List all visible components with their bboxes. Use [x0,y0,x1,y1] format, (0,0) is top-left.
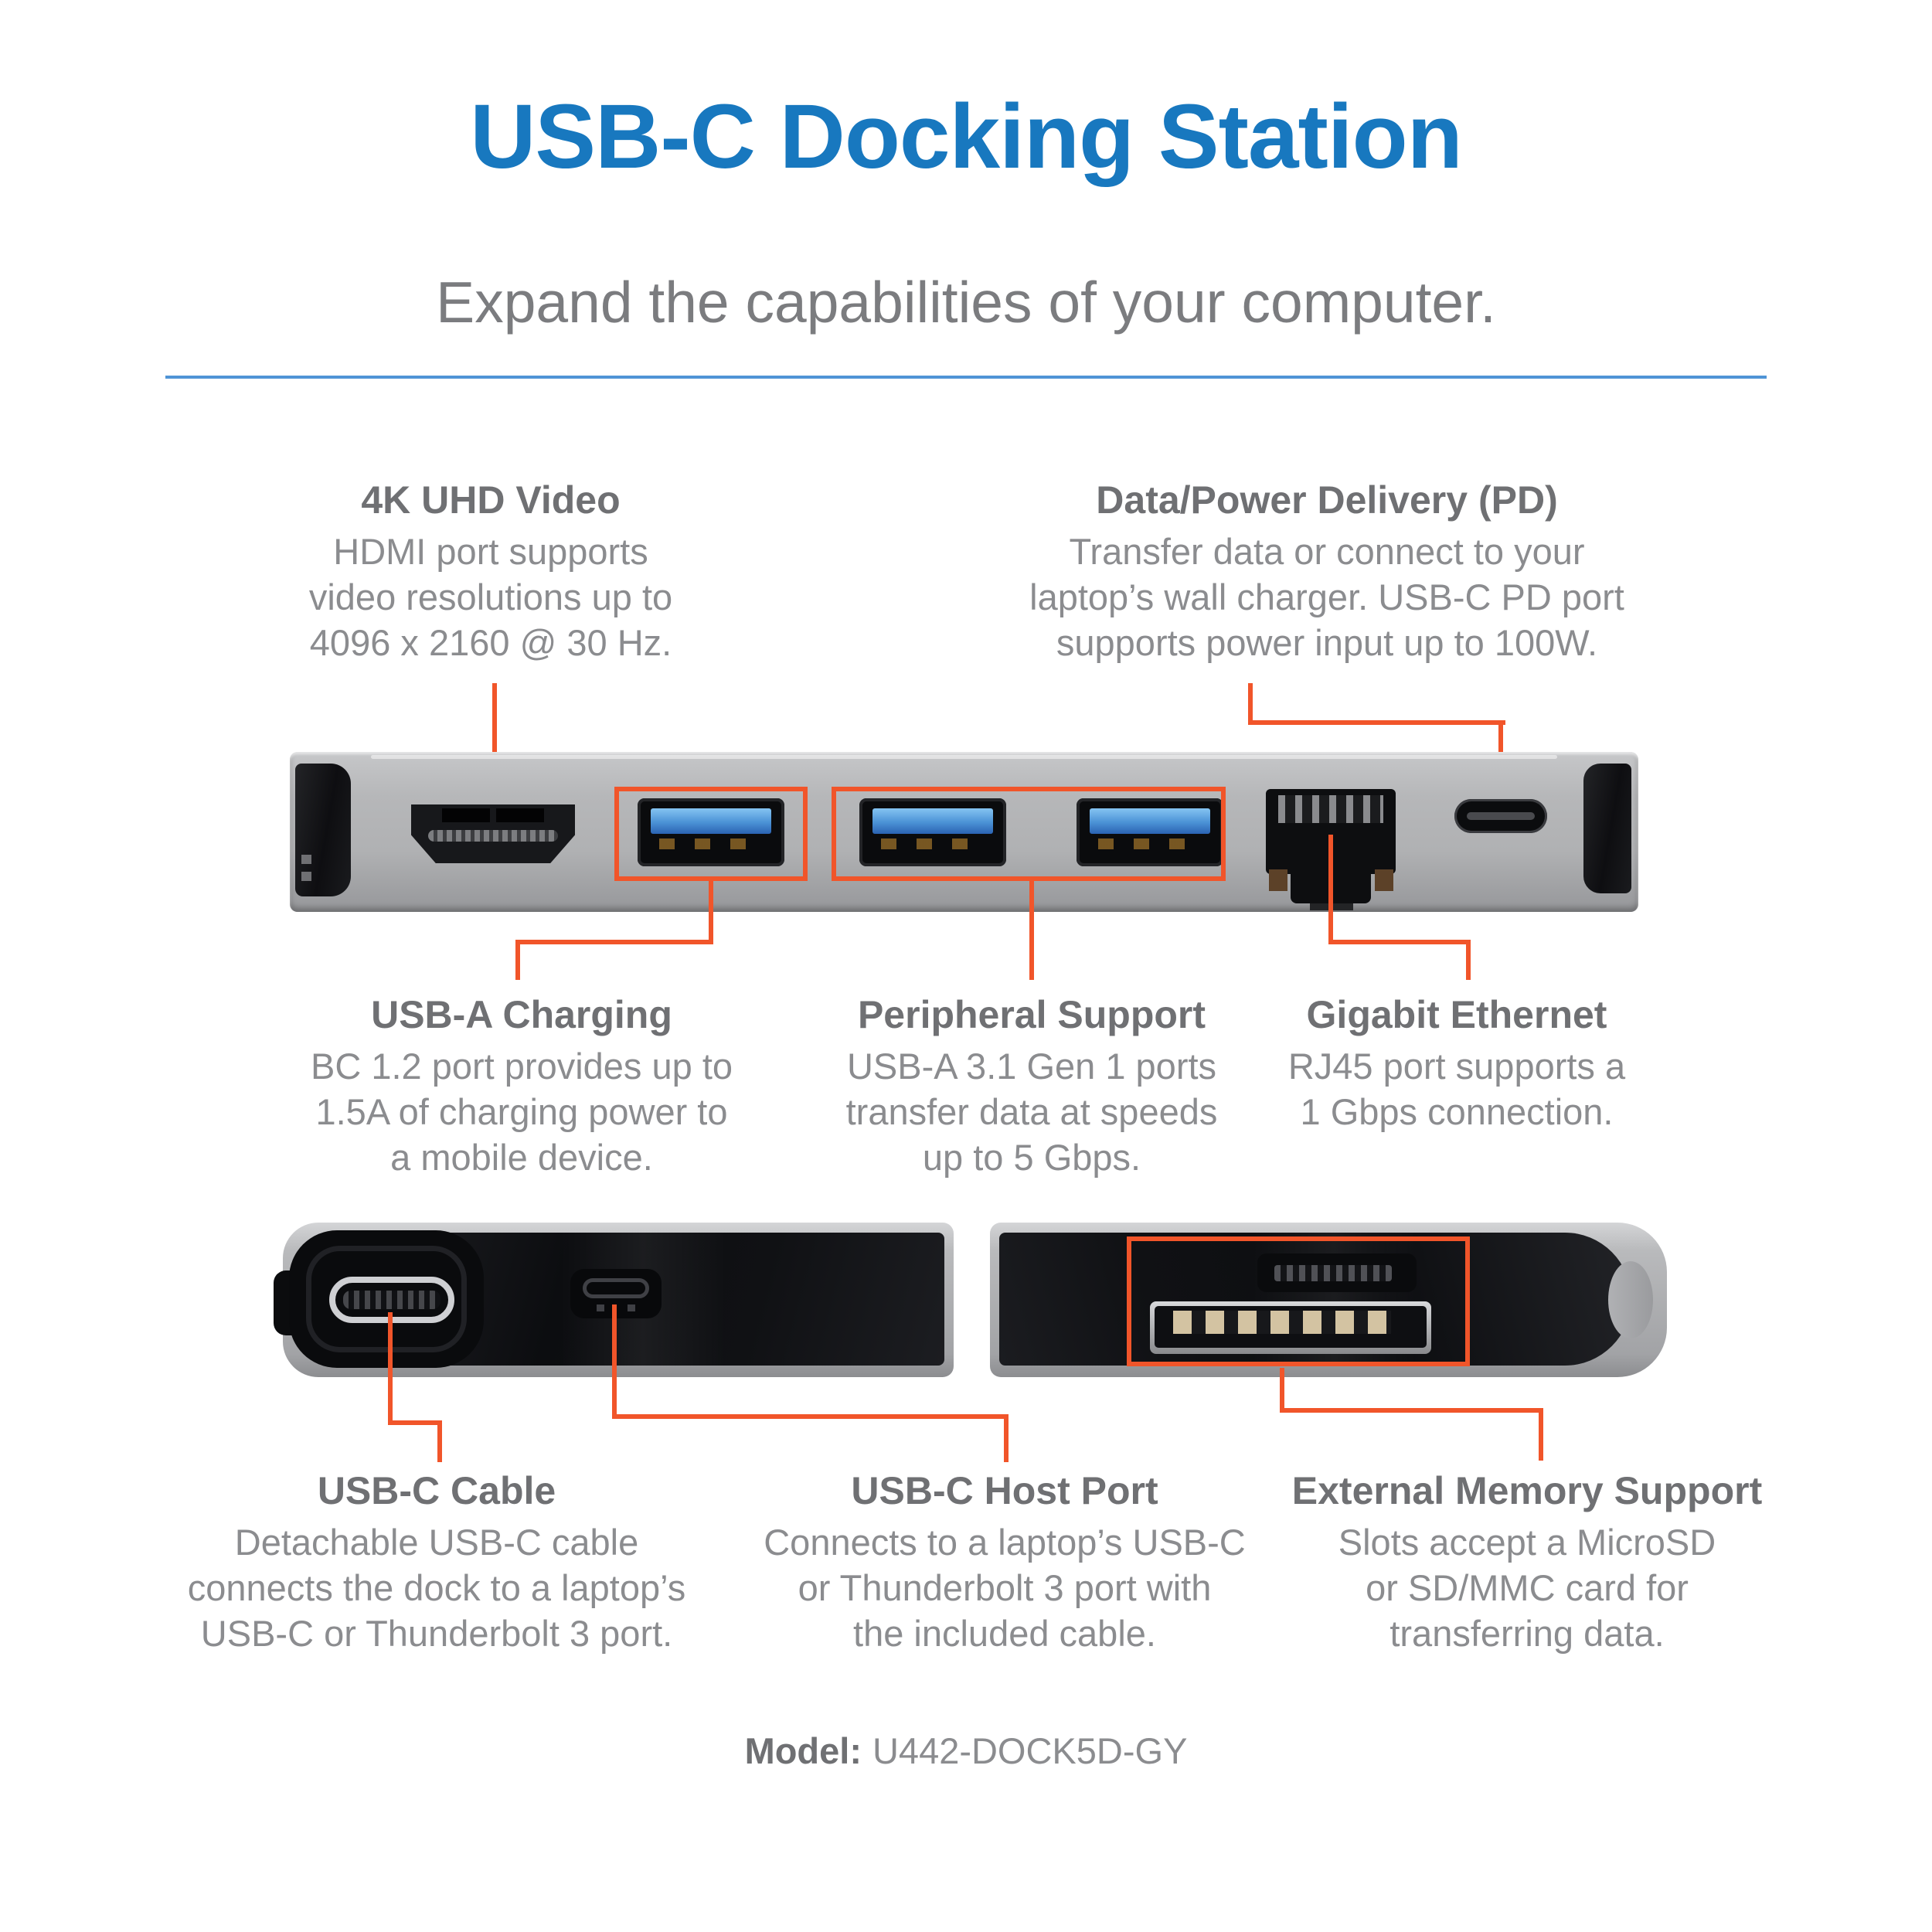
rj45-detail [1269,869,1287,891]
leader-line-usb-a-charging [515,940,713,944]
leader-line-usb-c-host [1004,1414,1009,1462]
callout-line: or Thunderbolt 3 port with [798,1567,1212,1608]
usb-c-pd-port [1454,799,1547,833]
callout-line: HDMI port supports [333,531,648,572]
callout-line: the included cable. [853,1613,1156,1654]
dock-left-end-cap [295,764,351,896]
usb-a-port [859,798,1006,866]
hdmi-notch [496,808,544,822]
leader-line-gigabit-ethernet [1328,835,1333,944]
leader-line-usb-c-cable [388,1420,442,1425]
callout-external-memory-support: External Memory Support Slots accept a M… [1243,1467,1811,1656]
callout-usb-c-cable: USB-C Cable Detachable USB-C cable conne… [178,1467,696,1656]
callout-line: USB-C or Thunderbolt 3 port. [200,1613,673,1654]
leader-line-peripheral [1029,876,1034,980]
leader-line-pd [1248,683,1253,725]
callout-line: or SD/MMC card for [1366,1567,1689,1608]
leader-line-usb-a-charging [709,876,713,944]
leader-line-pd [1248,720,1505,725]
callout-line: video resolutions up to [308,577,673,617]
page-title: USB-C Docking Station [470,86,1463,188]
leader-line-usb-c-cable [388,1312,393,1425]
callout-title: Gigabit Ethernet [1306,993,1607,1036]
leader-line-gigabit-ethernet [1466,940,1471,980]
highlight-box-usb-a-charging [614,787,808,881]
leader-line-external-memory [1280,1368,1284,1413]
leader-line-usb-c-host [612,1304,617,1419]
callout-usb-c-host-port: USB-C Host Port Connects to a laptop’s U… [746,1467,1264,1656]
usb-a-tongue [1090,808,1210,834]
callout-title: Data/Power Delivery (PD) [1096,478,1558,522]
leader-line-external-memory [1539,1408,1543,1461]
callout-title: USB-C Cable [317,1469,556,1512]
callout-line: transferring data. [1389,1613,1665,1654]
callout-4k-uhd-video: 4K UHD Video HDMI port supports video re… [232,476,750,665]
callout-title: Peripheral Support [857,993,1206,1036]
callout-line: supports power input up to 100W. [1056,622,1598,663]
callout-title: USB-A Charging [371,993,672,1036]
callout-line: Detachable USB-C cable [234,1522,639,1563]
model-label: Model: [744,1730,862,1771]
callout-line: 4096 x 2160 @ 30 Hz. [309,622,672,663]
callout-line: laptop’s wall charger. USB-C PD port [1029,577,1624,617]
header-divider [165,376,1767,379]
hdmi-pin-strip [428,830,558,842]
usb-a-contacts [881,838,985,849]
sd-mmc-slot [1150,1301,1431,1354]
callout-line: Transfer data or connect to your [1069,531,1585,572]
silver-edge-notch [1608,1261,1653,1338]
callout-line: USB-A 3.1 Gen 1 ports [846,1046,1217,1087]
leader-line-gigabit-ethernet [1328,940,1471,944]
usb-a-contacts [659,838,763,849]
highlight-box-memory-slots [1127,1236,1470,1366]
leader-line-external-memory [1280,1408,1543,1413]
usb-a-charging-port [638,798,784,866]
usb-a-port [1077,798,1223,866]
model-value: U442-DOCK5D-GY [872,1730,1188,1771]
leader-line-usb-c-host [612,1414,1009,1419]
callout-line: RJ45 port supports a [1287,1046,1626,1087]
callout-line: a mobile device. [390,1137,653,1178]
dock-right-end-cap [1583,764,1631,893]
highlight-box-peripheral-ports [832,787,1226,881]
hdmi-port [411,804,575,863]
callout-line: transfer data at speeds [845,1091,1218,1132]
callout-peripheral-support: Peripheral Support USB-A 3.1 Gen 1 ports… [773,991,1291,1180]
dock-cable-end-view [274,1223,954,1377]
hdmi-notch [442,808,490,822]
callout-data-power-delivery: Data/Power Delivery (PD) Transfer data o… [1022,476,1632,665]
callout-line: 1 Gbps connection. [1300,1091,1614,1132]
callout-title: 4K UHD Video [361,478,621,522]
callout-usb-a-charging: USB-A Charging BC 1.2 port provides up t… [263,991,781,1180]
page-subtitle: Expand the capabilities of your computer… [436,270,1496,335]
model-number-line: Model:U442-DOCK5D-GY [0,1728,1932,1774]
usb-a-tongue [651,808,771,834]
callout-line: BC 1.2 port provides up to [310,1046,733,1087]
usb-a-tongue [872,808,993,834]
callout-line: up to 5 Gbps. [922,1137,1141,1178]
callout-line: 1.5A of charging power to [315,1091,728,1132]
dock-card-slot-end-view [990,1223,1667,1377]
rj45-pins [1278,795,1383,823]
callout-title: External Memory Support [1291,1469,1763,1512]
callout-line: connects the dock to a laptop’s [187,1567,686,1608]
dock-front-view [290,752,1638,912]
callout-title: USB-C Host Port [851,1469,1158,1512]
usb-a-contacts [1098,838,1202,849]
microsd-slot [1257,1253,1417,1292]
callout-line: Connects to a laptop’s USB-C [764,1522,1246,1563]
callout-gigabit-ethernet: Gigabit Ethernet RJ45 port supports a 1 … [1198,991,1716,1134]
usb-c-slot [1467,812,1535,820]
leader-line-usb-c-cable [437,1420,442,1462]
leader-line-usb-a-charging [515,940,520,980]
rj45-detail [1375,869,1393,891]
callout-line: Slots accept a MicroSD [1338,1522,1716,1563]
